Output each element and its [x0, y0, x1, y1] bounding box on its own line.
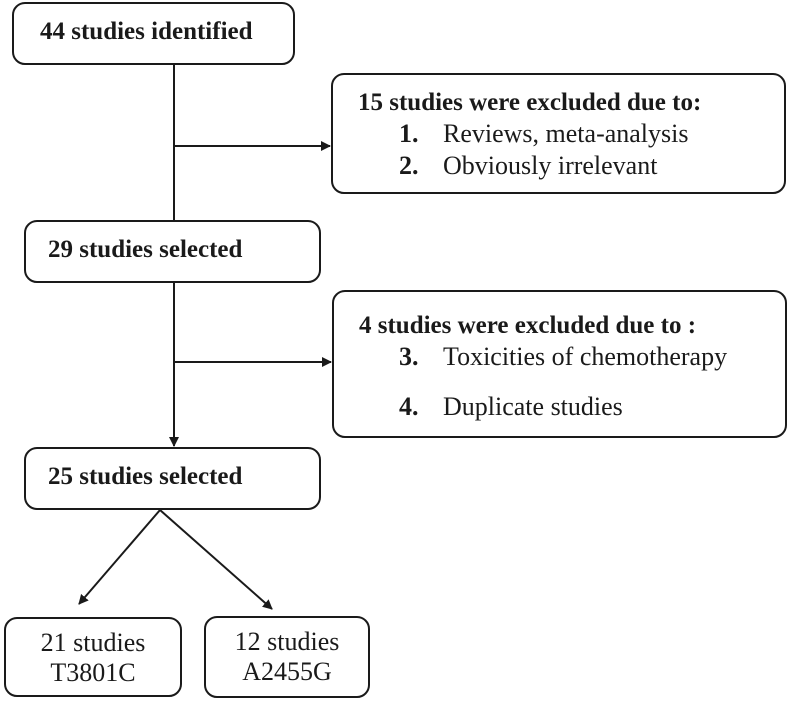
item-text: Reviews, meta-analysis: [443, 119, 689, 148]
node-studies-identified: 44 studies identified: [12, 2, 295, 65]
item-text: Toxicities of chemotherapy: [443, 342, 728, 371]
node-a2455g: 12 studies A2455G: [204, 616, 370, 698]
exclusion-item: 1. Reviews, meta-analysis: [399, 119, 689, 149]
item-number: 4.: [399, 392, 419, 421]
node-exclusion-2: 4 studies were excluded due to : 3. Toxic…: [332, 290, 787, 438]
item-number: 2.: [399, 151, 419, 180]
item-text: Obviously irrelevant: [443, 151, 658, 180]
exclusion-item: 3. Toxicities of chemotherapy: [399, 342, 727, 372]
exclusion-item: 2. Obviously irrelevant: [399, 151, 657, 181]
node-label: 29 studies selected: [48, 236, 243, 263]
leaf-count: 21 studies: [40, 628, 146, 657]
exclusion-header: 4 studies were excluded due to :: [359, 312, 697, 339]
arrow-to-a2455g: [159, 509, 273, 610]
node-exclusion-1: 15 studies were excluded due to: 1. Revie…: [331, 73, 786, 194]
leaf-count: 12 studies: [234, 627, 340, 656]
node-t3801c: 21 studies T3801C: [4, 617, 182, 697]
node-label: 44 studies identified: [40, 18, 253, 45]
leaf-variant: T3801C: [50, 658, 136, 687]
exclusion-header: 15 studies were excluded due to:: [358, 89, 702, 116]
node-studies-selected-29: 29 studies selected: [24, 220, 321, 283]
leaf-variant: A2455G: [242, 657, 332, 686]
node-studies-selected-25: 25 studies selected: [24, 447, 321, 510]
node-label: 25 studies selected: [48, 463, 243, 490]
arrow-to-t3801c: [78, 509, 161, 605]
exclusion-item: 4. Duplicate studies: [399, 392, 623, 422]
item-number: 3.: [399, 342, 419, 371]
item-number: 1.: [399, 119, 419, 148]
item-text: Duplicate studies: [443, 392, 623, 421]
